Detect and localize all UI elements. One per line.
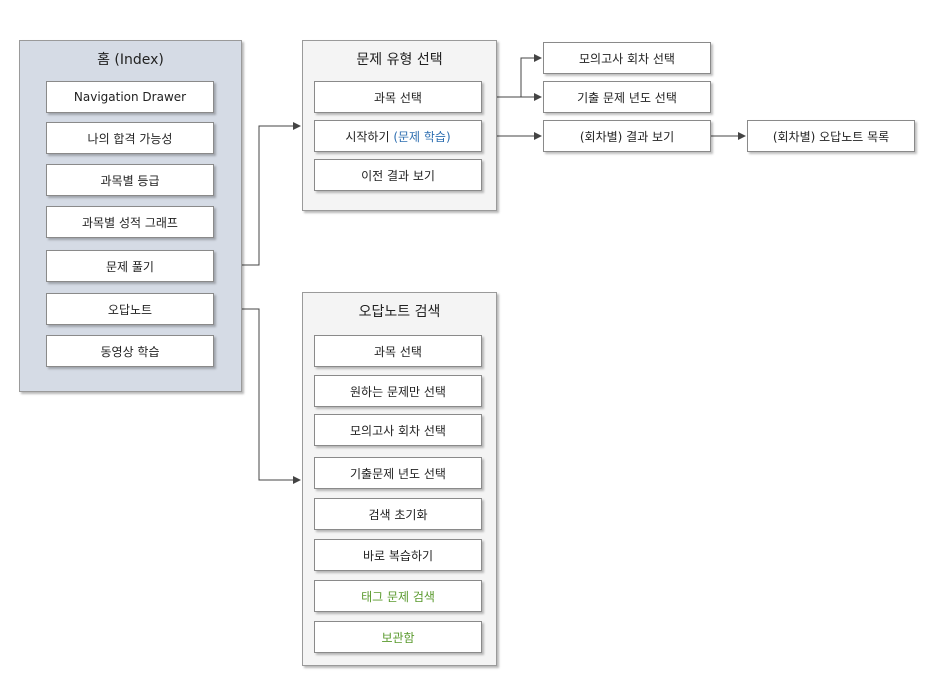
home-title: 홈 (Index) [97, 52, 164, 68]
ws-storage-node[interactable]: 보관함 [314, 621, 482, 653]
wrong-answer-note-node[interactable]: 오답노트 [46, 293, 214, 325]
pt-start-node[interactable]: 시작하기 (문제 학습) [314, 120, 482, 152]
ws-tag-search-node[interactable]: 태그 문제 검색 [314, 580, 482, 612]
ws-subject-select-node[interactable]: 과목 선택 [314, 335, 482, 367]
round-wrong-list-node[interactable]: (회차별) 오답노트 목록 [747, 120, 915, 152]
solve-problems-node[interactable]: 문제 풀기 [46, 250, 214, 282]
pt-subject-select-node[interactable]: 과목 선택 [314, 81, 482, 113]
pass-possibility-node[interactable]: 나의 합격 가능성 [46, 122, 214, 154]
wrong-search-title: 오답노트 검색 [358, 304, 441, 320]
subject-score-graph-node[interactable]: 과목별 성적 그래프 [46, 206, 214, 238]
mock-round-select-node[interactable]: 모의고사 회차 선택 [543, 42, 711, 74]
subject-grade-node[interactable]: 과목별 등급 [46, 164, 214, 196]
problem-type-title: 문제 유형 선택 [356, 52, 443, 68]
pt-previous-results-node[interactable]: 이전 결과 보기 [314, 159, 482, 191]
ws-past-year-node[interactable]: 기출문제 년도 선택 [314, 457, 482, 489]
past-year-select-node[interactable]: 기출 문제 년도 선택 [543, 81, 711, 113]
video-learning-node[interactable]: 동영상 학습 [46, 335, 214, 367]
navigation-drawer-node[interactable]: Navigation Drawer [46, 81, 214, 113]
ws-mock-round-node[interactable]: 모의고사 회차 선택 [314, 414, 482, 446]
pt-start-label: 시작하기 [345, 129, 394, 144]
round-result-node[interactable]: (회차별) 결과 보기 [543, 120, 711, 152]
ws-choose-problems-node[interactable]: 원하는 문제만 선택 [314, 375, 482, 407]
pt-start-highlight: (문제 학습) [393, 129, 451, 144]
ws-reset-node[interactable]: 검색 초기화 [314, 498, 482, 530]
ws-review-now-node[interactable]: 바로 복습하기 [314, 539, 482, 571]
